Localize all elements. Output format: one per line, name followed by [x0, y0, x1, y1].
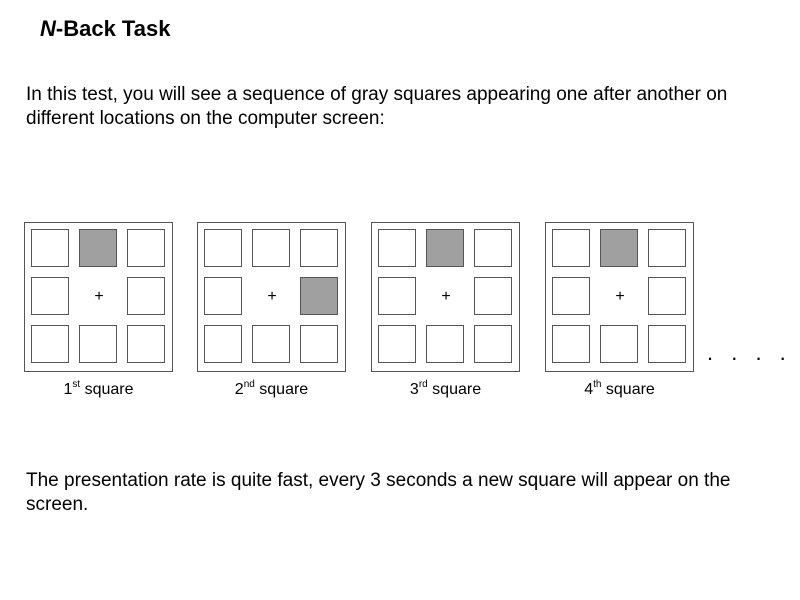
empty-square: [252, 229, 290, 267]
panel-caption-4: 4th square: [545, 380, 694, 400]
empty-square: [127, 325, 165, 363]
empty-square: [204, 229, 242, 267]
empty-square: [79, 325, 117, 363]
grid-panel-3: +: [371, 222, 520, 372]
empty-square: [31, 229, 69, 267]
gray-target-square: [426, 229, 464, 267]
empty-square: [474, 325, 512, 363]
caption-ordinal: 2: [234, 381, 244, 398]
empty-square: [648, 277, 686, 315]
caption-word: square: [432, 381, 482, 398]
empty-square: [127, 277, 165, 315]
empty-square: [426, 325, 464, 363]
caption-ordinal-suffix: th: [593, 379, 602, 390]
empty-square: [474, 229, 512, 267]
empty-square: [600, 325, 638, 363]
gray-target-square: [79, 229, 117, 267]
fixation-cross: +: [441, 288, 451, 305]
empty-square: [552, 277, 590, 315]
empty-square: [378, 277, 416, 315]
title-emphasis: N: [40, 16, 56, 41]
continuation-ellipsis: . . . .: [707, 340, 792, 365]
caption-word: square: [84, 381, 134, 398]
caption-ordinal: 3: [409, 381, 419, 398]
title-rest: -Back Task: [55, 16, 171, 41]
fixation-cross: +: [94, 288, 104, 305]
intro-paragraph: In this test, you will see a sequence of…: [26, 84, 728, 129]
panel-caption-2: 2nd square: [197, 380, 346, 400]
caption-ordinal-suffix: rd: [418, 379, 428, 390]
empty-square: [31, 277, 69, 315]
empty-square: [552, 229, 590, 267]
caption-ordinal: 4: [584, 381, 594, 398]
grid-panel-2: +: [197, 222, 346, 372]
empty-square: [648, 325, 686, 363]
fixation-cross: +: [615, 288, 625, 305]
empty-square: [378, 325, 416, 363]
caption-word: square: [605, 381, 655, 398]
empty-square: [474, 277, 512, 315]
empty-square: [378, 229, 416, 267]
caption-ordinal-suffix: st: [72, 379, 81, 390]
empty-square: [300, 229, 338, 267]
gray-target-square: [300, 277, 338, 315]
caption-ordinal-suffix: nd: [243, 379, 255, 390]
page-title: N-Back Task: [40, 16, 170, 42]
grid-panel-4: +: [545, 222, 694, 372]
empty-square: [252, 325, 290, 363]
gray-target-square: [600, 229, 638, 267]
caption-word: square: [259, 381, 309, 398]
grid-panel-1: +: [24, 222, 173, 372]
empty-square: [648, 229, 686, 267]
fixation-cross: +: [267, 288, 277, 305]
empty-square: [204, 277, 242, 315]
panel-caption-3: 3rd square: [371, 380, 520, 400]
caption-ordinal: 1: [63, 381, 73, 398]
empty-square: [127, 229, 165, 267]
empty-square: [31, 325, 69, 363]
empty-square: [300, 325, 338, 363]
panel-caption-1: 1st square: [24, 380, 173, 400]
rate-paragraph: The presentation rate is quite fast, eve…: [26, 470, 731, 515]
empty-square: [204, 325, 242, 363]
empty-square: [552, 325, 590, 363]
